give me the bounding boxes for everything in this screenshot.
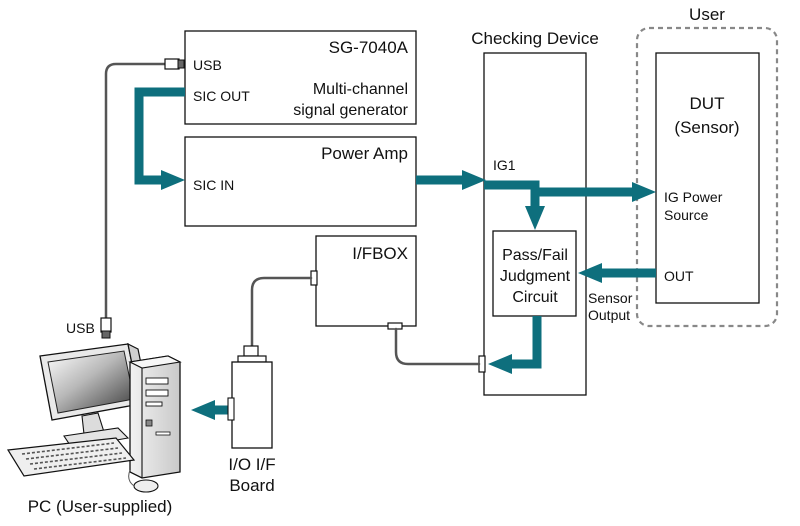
ifbox-bottom-connector bbox=[387, 322, 403, 330]
ifbox-title: I/FBOX bbox=[352, 244, 408, 263]
ig1-to-passfail-flow bbox=[484, 180, 540, 208]
pc-usb-label: USB bbox=[66, 320, 95, 336]
out-label: OUT bbox=[664, 268, 694, 284]
power-amp-title: Power Amp bbox=[321, 144, 408, 163]
sg-desc-line1: Multi-channel bbox=[313, 81, 408, 98]
dut-title: DUT bbox=[690, 94, 725, 113]
sg7040a-title: SG-7040A bbox=[329, 38, 409, 57]
passfail-to-io-flow bbox=[510, 316, 542, 369]
pc-caption: PC (User-supplied) bbox=[28, 497, 173, 516]
usb-cable bbox=[104, 62, 168, 320]
amp-to-device-arrow bbox=[462, 170, 486, 190]
usb-plug-tip bbox=[177, 59, 185, 69]
ifbox-device-cable bbox=[394, 327, 481, 366]
io-board-label-2: Board bbox=[229, 476, 274, 495]
ig-power-label-2: Source bbox=[664, 207, 709, 223]
usb-plug-pc bbox=[100, 317, 112, 333]
ifbox-box bbox=[315, 235, 417, 327]
sg-usb-port-label: USB bbox=[193, 57, 222, 73]
pass-fail-line1: Pass/Fail bbox=[502, 247, 568, 264]
usb-plug-pc-tip bbox=[101, 330, 111, 339]
io-interface-board-icon bbox=[227, 345, 273, 449]
usb-plug-sg bbox=[164, 58, 180, 70]
sic-flow-arrow bbox=[161, 170, 185, 190]
sensor-output-label: Sensor bbox=[588, 290, 633, 306]
desktop-pc-icon bbox=[6, 342, 182, 493]
sg-desc-line2: signal generator bbox=[293, 102, 408, 119]
sic-flow-line bbox=[134, 87, 185, 185]
power-amp-box bbox=[184, 136, 417, 227]
ig1-to-passfail-arrow bbox=[525, 206, 545, 230]
passfail-to-io-arrow bbox=[488, 354, 512, 374]
ifbox-cable bbox=[250, 276, 313, 348]
ig-power-label: IG Power bbox=[664, 189, 723, 205]
ig-power-arrow bbox=[632, 182, 656, 202]
sensor-output-label-2: Output bbox=[588, 307, 630, 323]
dut-subtitle: (Sensor) bbox=[674, 118, 739, 137]
ig1-label: IG1 bbox=[493, 157, 516, 173]
user-region bbox=[635, 26, 779, 328]
io-board-label-1: I/O I/F bbox=[228, 455, 275, 474]
pass-fail-line2: Judgment bbox=[500, 268, 571, 285]
dut-box bbox=[655, 52, 760, 304]
pass-fail-box bbox=[492, 230, 577, 317]
board-to-pc-arrow bbox=[191, 400, 215, 420]
sg7040a-box bbox=[184, 30, 417, 125]
sic-out-label: SIC OUT bbox=[193, 88, 250, 104]
checking-device-label: Checking Device bbox=[471, 29, 599, 48]
sic-in-label: SIC IN bbox=[193, 177, 234, 193]
user-label: User bbox=[689, 5, 725, 24]
pass-fail-line3: Circuit bbox=[512, 289, 558, 306]
out-arrow bbox=[578, 263, 602, 283]
